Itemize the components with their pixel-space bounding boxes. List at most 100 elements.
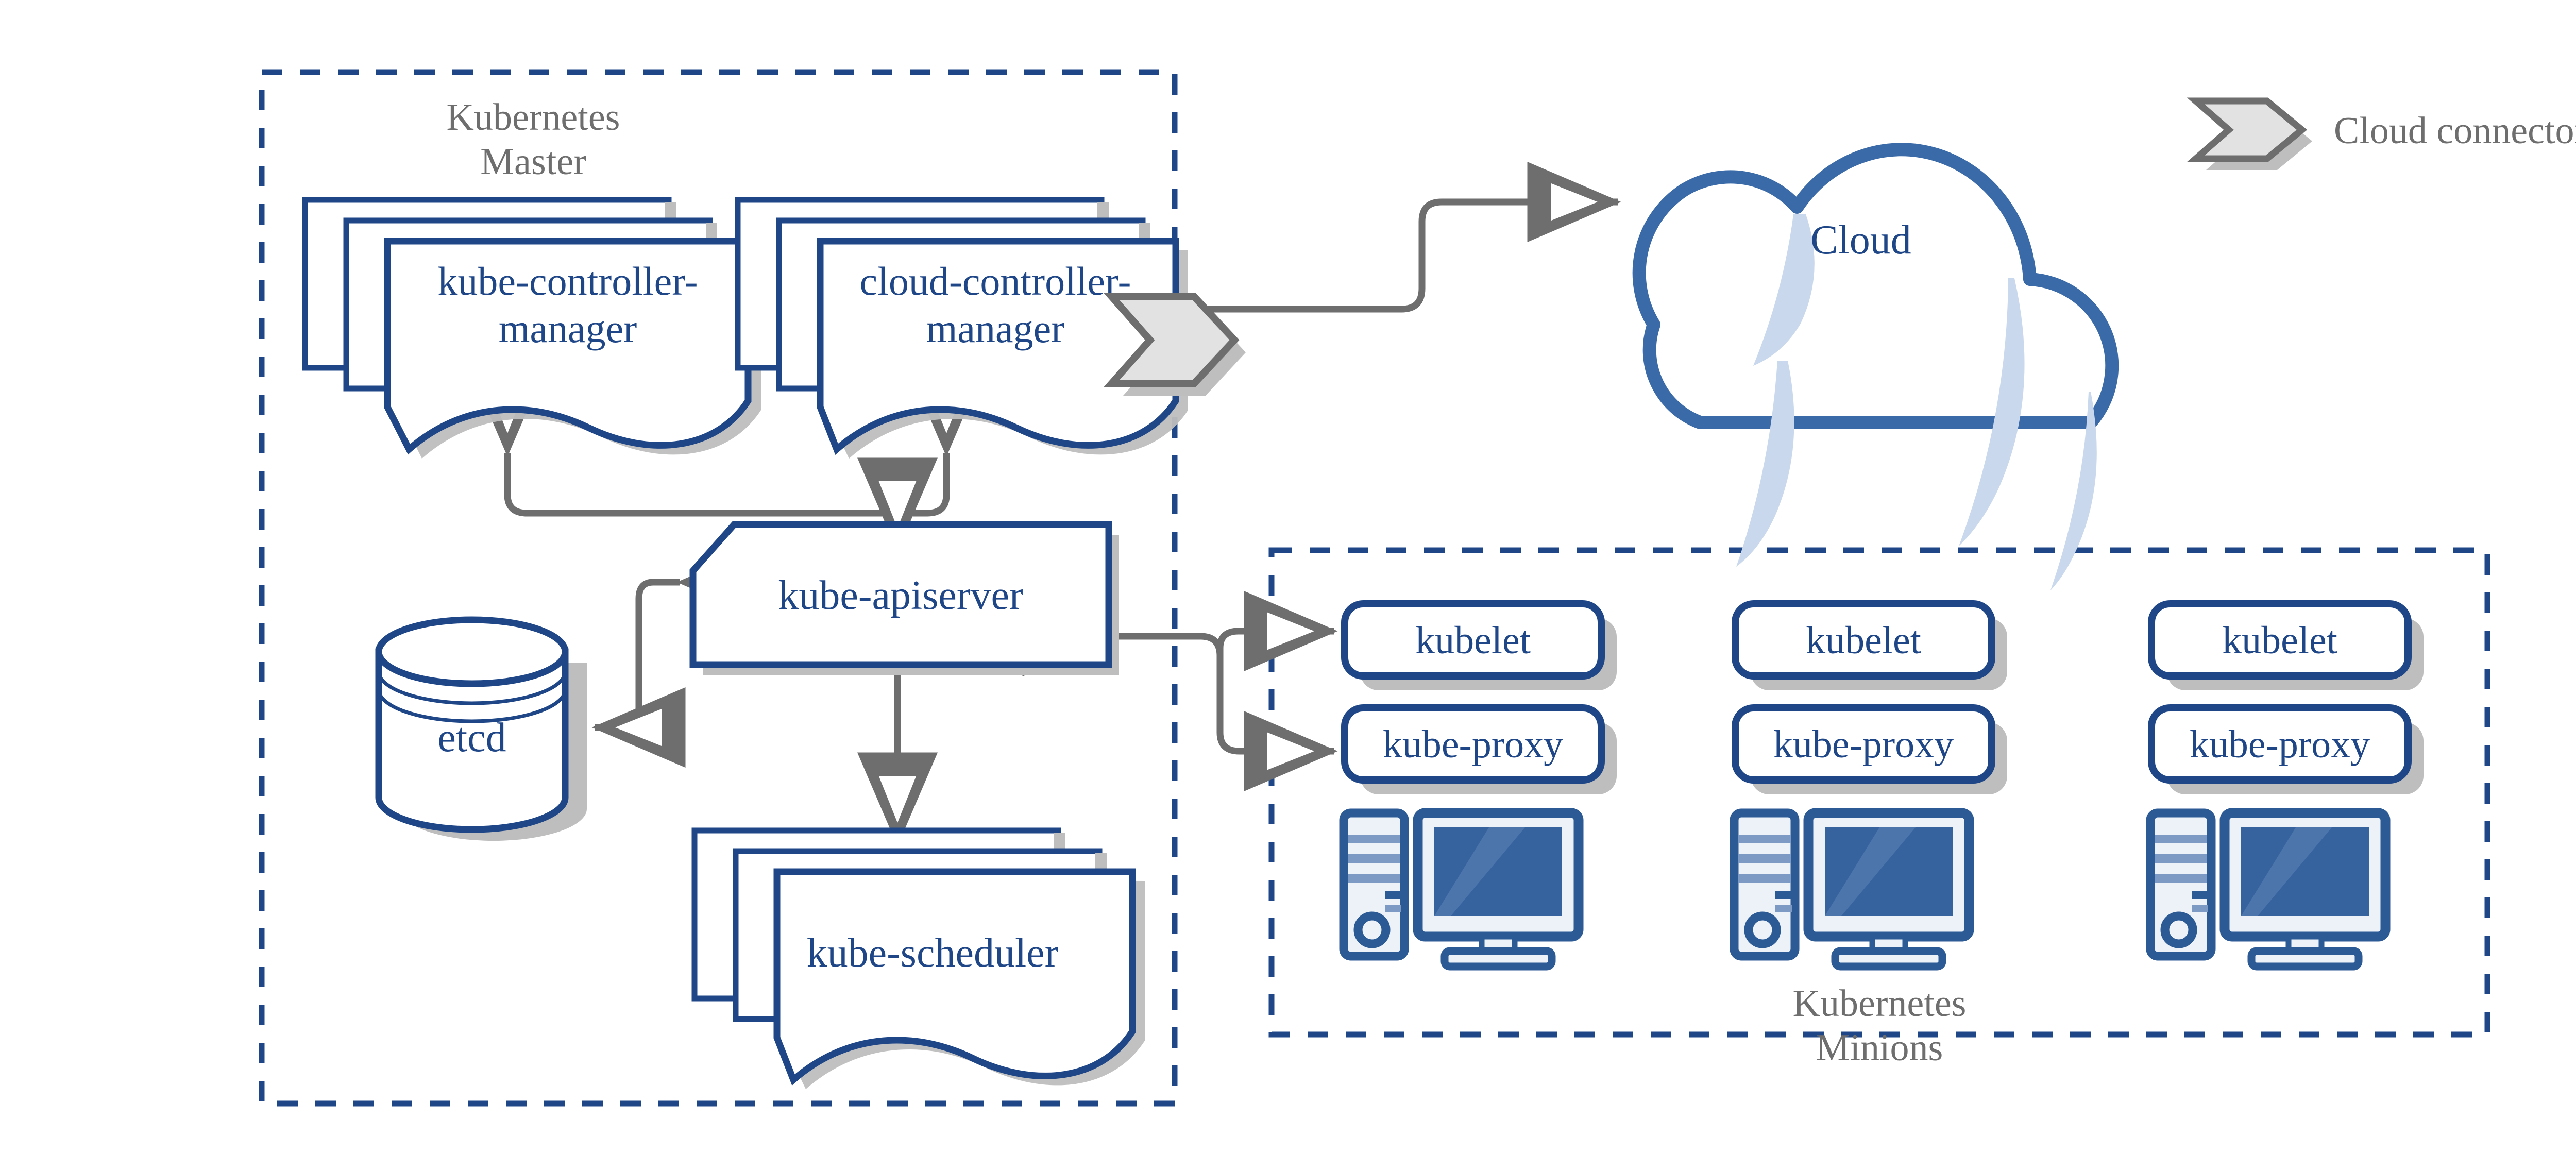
doc-front: [817, 238, 1179, 455]
monitor-stand: [1831, 947, 1946, 971]
kube-proxy-label: kube-proxy: [1773, 723, 1954, 766]
cloud-accent-2: [1736, 361, 1794, 567]
kube-controller-manager-label-line1: kube-controller-: [437, 259, 698, 303]
master-group-label-line1: Kubernetes: [447, 96, 620, 139]
doc-front: [773, 868, 1136, 1086]
node-etcd[interactable]: etcd: [375, 616, 587, 841]
monitor-screen-highlight: [1825, 827, 1916, 916]
desktop-computer-icon-3: [2146, 808, 2391, 971]
cloud-accent-4: [2050, 392, 2097, 590]
connector-ccm-to-cloud: [1190, 162, 1621, 313]
cloud-controller-manager-label-line2: manager: [926, 306, 1065, 351]
cloud-outline: [1632, 143, 2119, 429]
desktop-computer-icon-2: [1730, 808, 1974, 971]
kube-proxy-box-1[interactable]: kube-proxy: [1341, 704, 1617, 794]
kube-proxy-box-2[interactable]: kube-proxy: [1732, 704, 2007, 794]
node-kube-scheduler[interactable]: kube-scheduler: [691, 827, 1145, 1089]
doc-back-tab-shadow: [1097, 202, 1109, 223]
legend-chevron-shape: [2187, 97, 2308, 162]
case-stripe-2: [2155, 854, 2207, 863]
cloud-connector-icon[interactable]: [1104, 293, 1246, 396]
monitor-stand: [1440, 947, 1556, 971]
node-kube-controller-manager[interactable]: kube-controller- manager: [302, 197, 761, 459]
kubelet-shape: [1732, 600, 1995, 680]
legend: Cloud connector: [2187, 97, 2576, 170]
case-power-button: [1744, 911, 1781, 948]
doc-back-tab-shadow: [665, 202, 676, 223]
kubelet-box-1[interactable]: kubelet: [1341, 600, 1617, 690]
kubelet-shape: [1341, 600, 1605, 680]
case-stripe-2: [1738, 854, 1791, 863]
cloud-label: Cloud: [1810, 217, 1911, 263]
kube-proxy-shape: [2148, 704, 2412, 784]
cloud-accents: [1736, 214, 2097, 590]
case-led-1: [2192, 891, 2208, 899]
case-stripe-3: [1348, 874, 1400, 883]
connector-apiserver-etcd: [591, 542, 771, 768]
kube-scheduler-label: kube-scheduler: [807, 930, 1059, 976]
desktop-computer-icon-1: [1339, 808, 1584, 971]
case-stripe-1: [1348, 835, 1400, 843]
master-group-label-line2: Master: [480, 141, 586, 183]
node-kube-apiserver[interactable]: kube-apiserver: [689, 521, 1119, 675]
monitor-stand: [2247, 947, 2363, 971]
doc-back-tab-shadow: [1054, 833, 1065, 853]
connector-kcm-bus: [467, 363, 897, 517]
kubelet-label: kubelet: [1415, 619, 1531, 662]
computer-case: [1339, 808, 1409, 961]
case-led-1: [1385, 891, 1401, 899]
case-stripe-3: [1738, 874, 1791, 883]
case-led-1: [1775, 891, 1792, 899]
computer-case: [1730, 808, 1800, 961]
case-led-2: [1385, 905, 1401, 912]
legend-cloud-connector-label: Cloud connector: [2334, 110, 2576, 152]
case-power-button: [2160, 911, 2197, 948]
kubernetes-minions-group: Kubernetes Minions: [1268, 547, 2490, 1069]
kube-proxy-box-3[interactable]: kube-proxy: [2148, 704, 2424, 794]
connector-layer: [467, 162, 1621, 846]
connector-apiserver-kubelet: [1216, 591, 1338, 671]
case-stripe-1: [2155, 835, 2207, 843]
kubernetes-master-group: Kubernetes Master: [259, 69, 1178, 1107]
kube-apiserver-label: kube-apiserver: [778, 573, 1023, 618]
monitor-screen-highlight: [1434, 827, 1525, 916]
connector-apiserver-kubeproxy: [1022, 596, 1338, 791]
kube-proxy-label: kube-proxy: [1383, 723, 1563, 766]
etcd-ring-2: [377, 689, 567, 723]
case-stripe-3: [2155, 874, 2207, 883]
etcd-ring-1: [377, 671, 567, 705]
kubelet-box-3[interactable]: kubelet: [2148, 600, 2424, 690]
cloud-accent-1: [1753, 214, 1815, 366]
node-cloud-controller-manager[interactable]: cloud-controller- manager: [735, 197, 1188, 459]
etcd-top-ellipse: [375, 616, 569, 687]
etcd-label: etcd: [437, 715, 506, 760]
minion-node-3: kubelet kube-proxy: [2146, 600, 2424, 971]
kube-proxy-shape: [1732, 704, 1995, 784]
kube-controller-manager-label-line2: manager: [499, 306, 637, 351]
minions-group-label-line1: Kubernetes: [1793, 982, 1967, 1025]
master-dashed-border: [259, 69, 1178, 1107]
node-cloud[interactable]: Cloud: [1632, 143, 2119, 590]
minion-node-2: kubelet kube-proxy: [1730, 600, 2007, 971]
cloud-accent-3: [1959, 278, 2025, 546]
kubelet-box-2[interactable]: kubelet: [1732, 600, 2007, 690]
minions-dashed-border: [1268, 547, 2490, 1038]
minion-node-1: kubelet kube-proxy: [1339, 600, 1617, 971]
minions-group-label-line2: Minions: [1816, 1027, 1943, 1069]
kubelet-label: kubelet: [2222, 619, 2337, 662]
apiserver-shape: [689, 521, 1112, 668]
case-led-2: [2192, 905, 2208, 912]
case-stripe-1: [1738, 835, 1791, 843]
monitor-screen-highlight: [2241, 827, 2332, 916]
chevron-connector-shape: [1104, 293, 1240, 387]
kube-proxy-shape: [1341, 704, 1605, 784]
legend-cloud-connector-icon: [2187, 97, 2312, 170]
etcd-body: [375, 648, 569, 833]
computer-case: [2146, 808, 2216, 961]
kubelet-label: kubelet: [1806, 619, 1921, 662]
kube-proxy-label: kube-proxy: [2190, 723, 2370, 766]
case-stripe-2: [1348, 854, 1400, 863]
case-power-button: [1353, 911, 1391, 948]
